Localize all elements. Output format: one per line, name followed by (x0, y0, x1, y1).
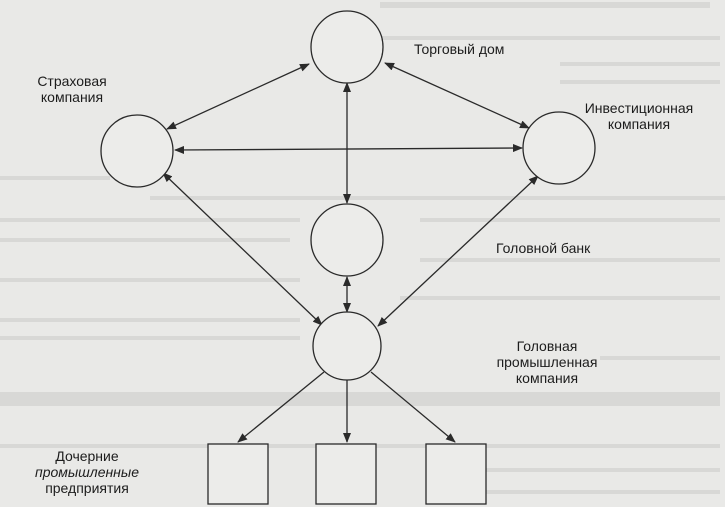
node-subsidiary-3 (425, 443, 487, 505)
label-trade-house-text: Торговый дом (414, 41, 505, 57)
connector-industrial-sub-3 (370, 371, 456, 443)
label-subsidiaries-line2: промышленные (35, 464, 139, 480)
connector-insurance-industrial (162, 172, 323, 326)
label-insurance-line1: Страховая (37, 73, 107, 89)
label-insurance-line2: компания (40, 89, 104, 105)
node-head-industrial (312, 311, 382, 381)
label-subsidiaries: Дочерние промышленные предприятия (22, 448, 152, 496)
connector-trade-investment (384, 62, 530, 129)
node-subsidiary-1 (207, 443, 269, 505)
label-head-industrial-line2: промышленная (496, 354, 598, 370)
connector-trade-insurance (166, 63, 310, 130)
node-insurance (100, 114, 174, 188)
label-head-industrial: Головная промышленная компания (477, 338, 617, 386)
label-head-industrial-line3: компания (515, 370, 579, 386)
label-insurance: Страховая компания (22, 73, 122, 105)
label-head-bank-text: Головной банк (496, 240, 591, 256)
connector-insurance-investment (174, 144, 523, 154)
label-trade-house: Торговый дом (414, 41, 504, 57)
connector-investment-industrial (377, 175, 539, 327)
label-subsidiaries-line3: предприятия (45, 480, 129, 496)
label-investment: Инвестиционная компания (574, 100, 704, 132)
connector-industrial-sub-1 (237, 371, 325, 443)
node-investment (522, 111, 596, 185)
label-subsidiaries-line1: Дочерние (55, 448, 119, 464)
label-head-bank: Головной банк (496, 240, 590, 256)
label-head-industrial-line1: Головная (516, 338, 578, 354)
label-investment-line2: компания (607, 116, 671, 132)
node-subsidiary-2 (315, 443, 377, 505)
label-investment-line1: Инвестиционная (584, 100, 694, 116)
node-trade-house (310, 10, 384, 84)
node-head-bank (310, 203, 384, 277)
